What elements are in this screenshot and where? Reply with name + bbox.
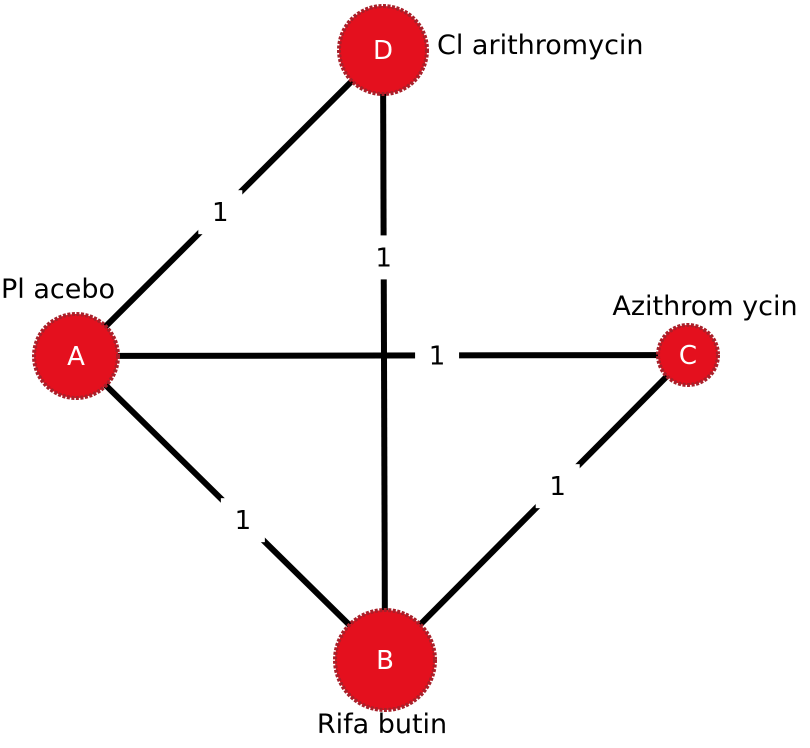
edge-label: 1	[375, 243, 392, 273]
node-name-a: Pl acebo	[1, 274, 115, 305]
edge-label-group-c-b: 1	[535, 464, 580, 509]
node-d: D	[337, 4, 429, 96]
node-circle	[333, 608, 437, 712]
edge-label-background	[361, 235, 406, 280]
edge-label-group-a-d: 1	[198, 190, 243, 235]
node-name-b: Rifa butin	[317, 709, 447, 740]
node-name-c: Azithrom ycin	[612, 291, 797, 322]
edge-label-background	[220, 498, 265, 543]
edge-label: 1	[549, 472, 566, 502]
edge-label-background	[535, 464, 580, 509]
node-letter: C	[679, 341, 697, 371]
edge-labels-layer: 1 1 1 1 1	[198, 190, 580, 543]
edge-label-group-a-c: 1	[415, 333, 460, 378]
node-a: A	[32, 312, 120, 400]
edge-label-group-a-b: 1	[220, 498, 265, 543]
node-b: B	[333, 608, 437, 712]
node-circle	[656, 323, 720, 387]
node-letter: B	[376, 646, 394, 676]
edge-label-background	[415, 333, 460, 378]
node-letter: A	[67, 342, 85, 372]
edge-label: 1	[429, 341, 446, 371]
edge-label-group-d-b: 1	[361, 235, 406, 280]
node-c: C	[656, 323, 720, 387]
node-circle	[32, 312, 120, 400]
node-name-d: Cl arithromycin	[437, 30, 644, 61]
edges-layer	[73, 47, 691, 663]
edge-label-background	[198, 190, 243, 235]
nodes-layer: A B C D	[32, 4, 720, 712]
edge-label: 1	[235, 506, 252, 536]
edge-label: 1	[212, 198, 229, 228]
edge-a-c	[75, 352, 689, 359]
node-letter: D	[373, 36, 393, 66]
node-circle	[337, 4, 429, 96]
